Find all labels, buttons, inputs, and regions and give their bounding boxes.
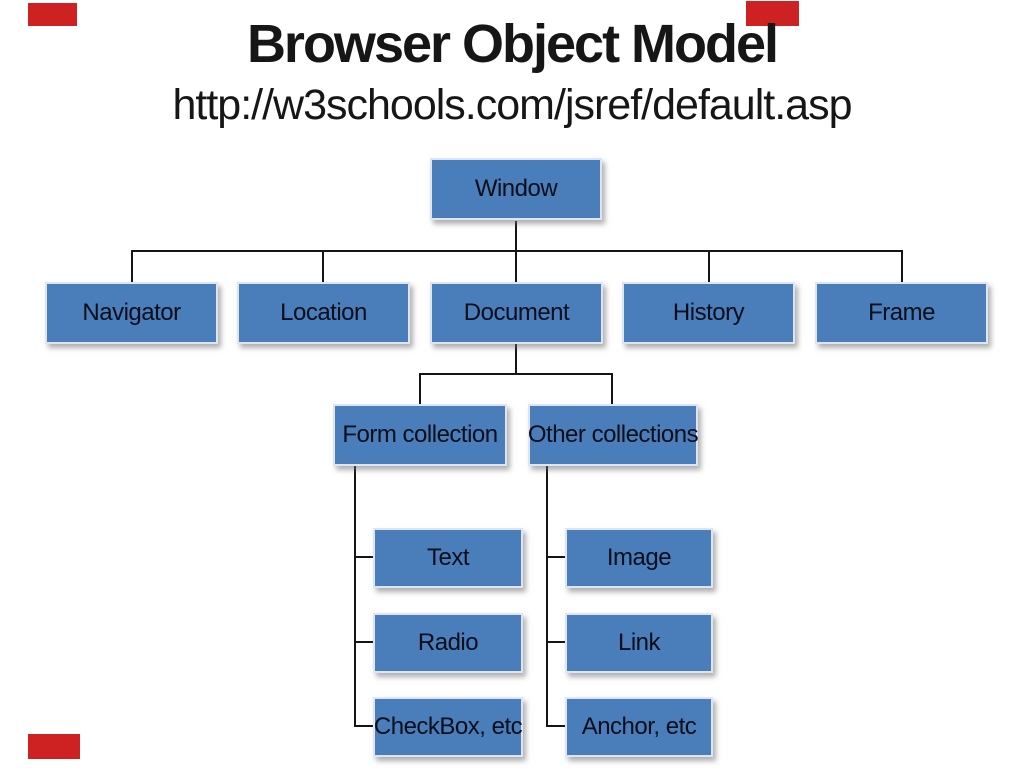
diagram-node-navigator: Navigator [45,282,218,344]
connector-tick-text [354,556,374,558]
slide-subtitle-url: http://w3schools.com/jsref/default.asp [172,81,852,129]
connector-stub-other-collections [611,373,613,404]
connector-stub-location [322,250,324,282]
connector-level1-horizontal [131,250,903,252]
red-corner-mark-top-left [28,3,77,26]
connector-stub-navigator [131,250,133,282]
slide-title: Browser Object Model [246,14,779,74]
connector-tick-link [546,641,566,643]
connector-tick-image [546,556,566,558]
red-corner-mark-bottom-left [28,734,80,759]
diagram-node-radio: Radio [373,613,523,673]
connector-stub-document [515,250,517,282]
red-corner-mark-top-right [746,1,799,26]
diagram-node-window: Window [430,158,602,220]
connector-form-hang-line [354,466,356,727]
connector-document-drop [515,344,517,375]
connector-other-hang-line [546,466,548,727]
diagram-node-history: History [622,282,795,344]
connector-tick-radio [354,641,374,643]
connector-stub-form-collection [419,373,421,404]
diagram-node-text: Text [373,528,523,588]
diagram-node-image: Image [565,528,713,588]
diagram-node-anchor-etc: Anchor, etc [565,697,713,757]
connector-window-drop [515,221,517,251]
diagram-node-checkbox-etc: CheckBox, etc [373,697,523,757]
connector-tick-checkbox [354,725,374,727]
diagram-node-frame: Frame [815,282,988,344]
diagram-node-document: Document [430,282,603,344]
connector-stub-frame [901,250,903,282]
diagram-node-location: Location [237,282,410,344]
diagram-node-link: Link [565,613,713,673]
connector-stub-history [708,250,710,282]
connector-level2-horizontal [419,373,613,375]
connector-tick-anchor [546,725,566,727]
diagram-node-other-collections: Other collections [528,404,699,466]
diagram-node-form-collection: Form collection [333,404,507,466]
